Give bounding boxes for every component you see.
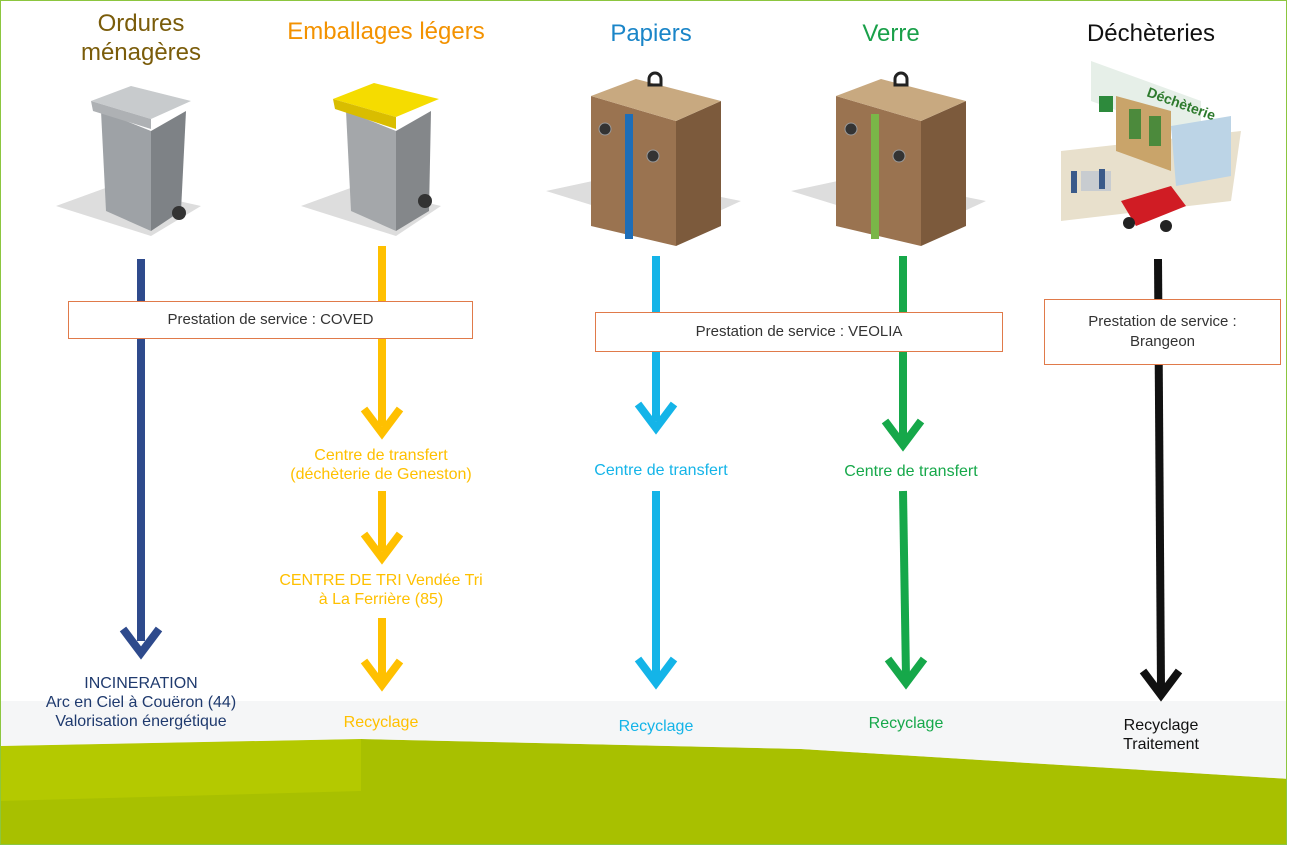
paper-container-icon	[546, 71, 741, 246]
emballages-arrow-3	[360, 618, 404, 692]
glass-container-icon	[791, 71, 986, 246]
verre-step1: Centre de transfert	[844, 463, 978, 480]
emballages-arrow-1	[360, 246, 404, 440]
papiers-step1: Centre de transfert	[594, 462, 728, 479]
decheteries-final: Recyclage Traitement	[1123, 717, 1199, 753]
header-emballages: Emballages légers	[287, 18, 485, 45]
yellow-bin-icon	[301, 83, 441, 236]
emballages-step1: Centre de transfert (déchèterie de Genes…	[290, 447, 472, 483]
papiers-final: Recyclage	[618, 718, 694, 735]
verre-final: Recyclage	[868, 715, 944, 732]
ordures-final: INCINERATION Arc en Ciel à Couëron (44) …	[45, 675, 237, 730]
header-verre: Verre	[862, 20, 920, 47]
papiers-arrow-2	[634, 491, 678, 690]
service-box-brangeon: Prestation de service : Brangeon	[1044, 299, 1281, 365]
emballages-final: Recyclage	[343, 714, 419, 731]
verre-arrow-2	[884, 490, 928, 690]
emballages-step2: CENTRE DE TRI Vendée Tri à La Ferrière (…	[279, 572, 483, 608]
header-ordures: Ordures ménagères	[80, 10, 202, 66]
header-papiers: Papiers	[610, 20, 692, 47]
header-decheteries: Déchèteries	[1086, 20, 1216, 47]
decheterie-building-icon: Déchèterie	[1061, 61, 1241, 232]
service-box-coved: Prestation de service : COVED	[68, 301, 473, 339]
grey-bin-icon	[56, 86, 201, 236]
emballages-arrow-2	[360, 491, 404, 565]
service-box-veolia: Prestation de service : VEOLIA	[595, 312, 1003, 352]
